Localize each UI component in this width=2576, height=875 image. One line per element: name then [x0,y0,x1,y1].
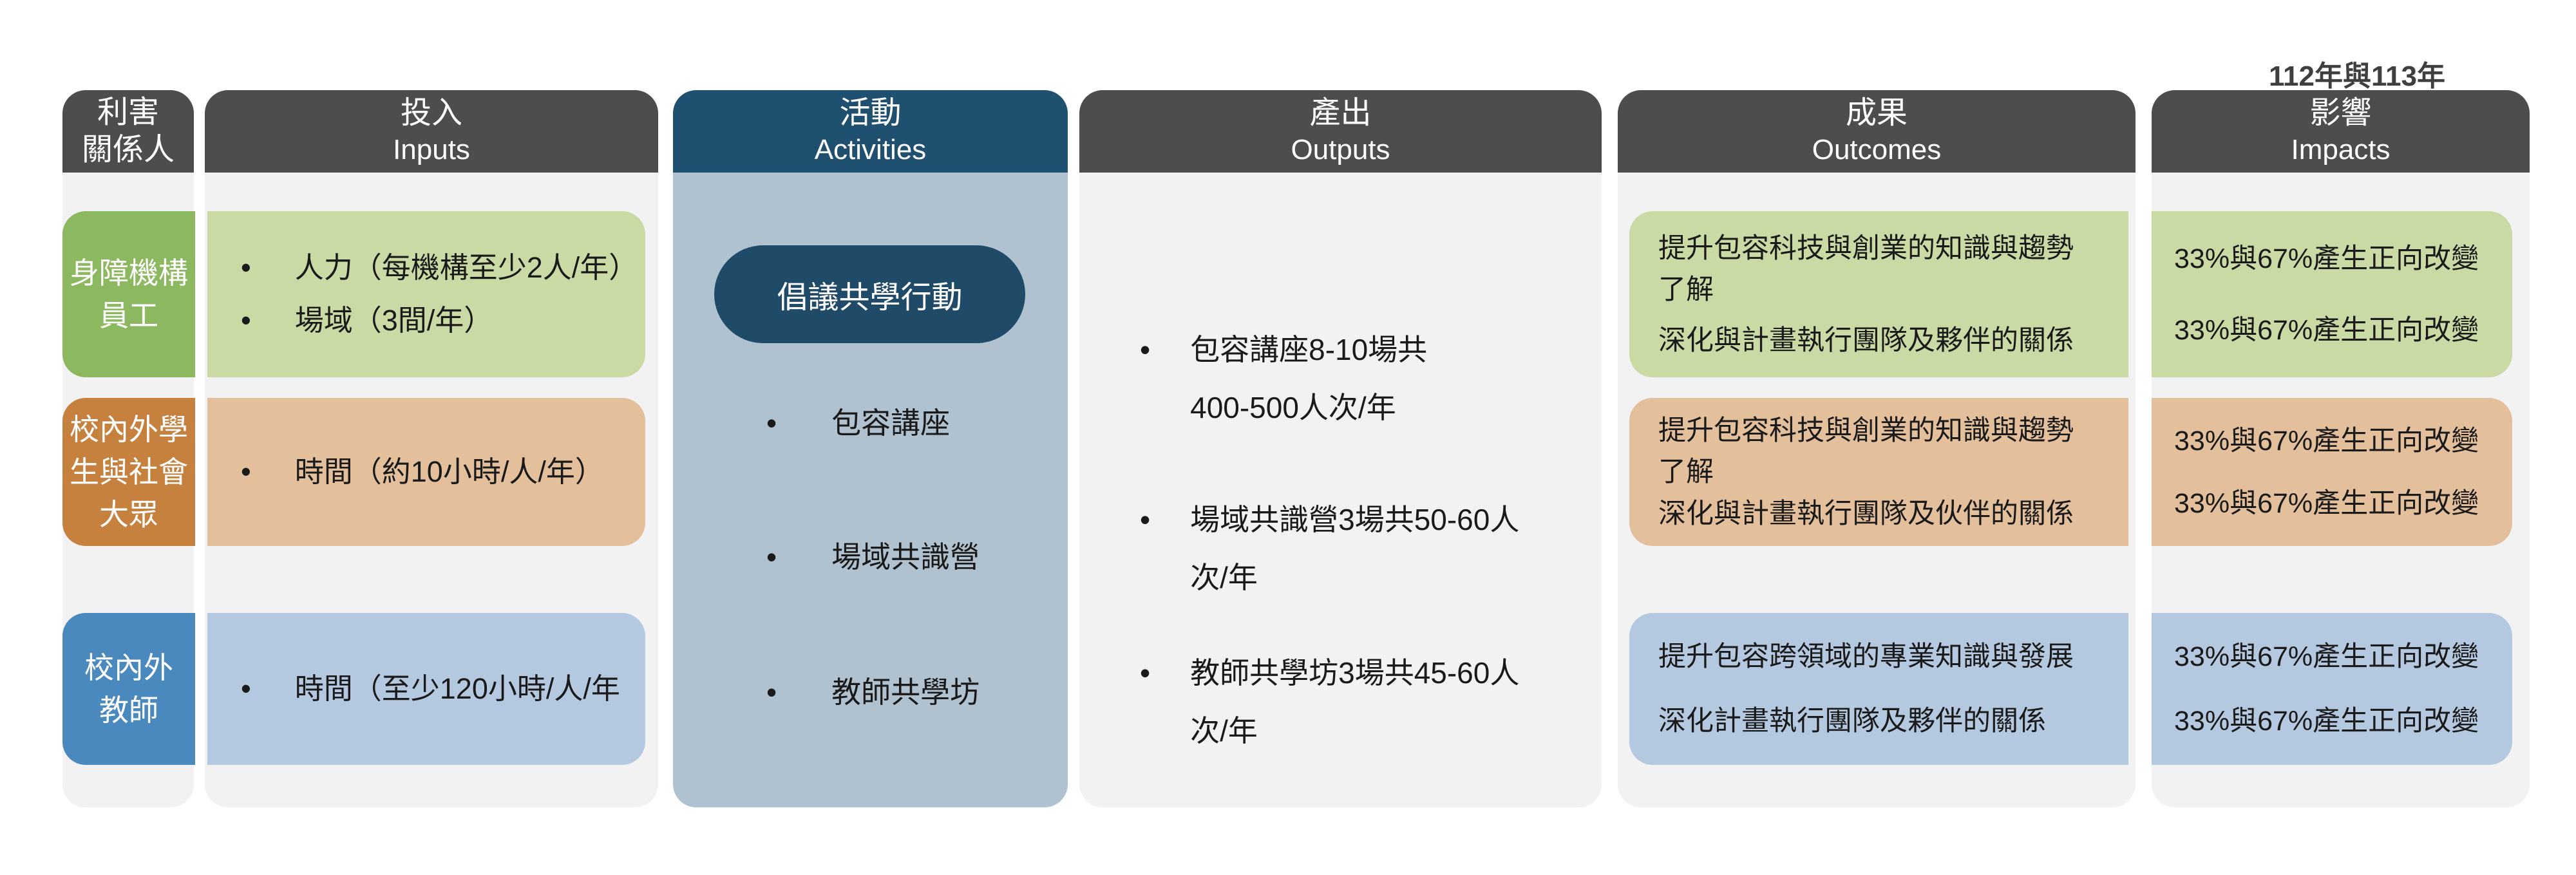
stakeholder-box-disability-org-staff: 身障機構 員工 [62,211,195,377]
stakeholder-label-line: 身障機構 [70,256,188,290]
input-text: 人力（每機構至少2人/年） [294,251,638,284]
outcome-text: 提升包容跨領域的專業知識與發展 [1658,641,2074,672]
impacts-box-row3: 33%與67%產生正向改變 33%與67%產生正向改變 [2152,613,2512,765]
stakeholder-label-line: 生與社會 [70,455,188,489]
inputs-box-row1: 人力（每機構至少2人/年） 場域（3間/年） [207,211,645,377]
header-en-label: Impacts [2291,134,2391,165]
output-item: 包容講座8-10場共 400-500人次/年 [1140,321,1578,437]
stakeholder-label-line: 員工 [99,299,158,332]
header-en-label: Activities [814,134,927,165]
activity-text: 包容講座 [831,406,951,440]
header-zh-label: 活動 [839,96,902,130]
stakeholders-column-header: 利害 關係人 [62,90,194,173]
input-bullet: 場域（3間/年） [233,299,632,343]
impact-text: 33%與67%產生正向改變 [2174,706,2479,737]
advocacy-co-learning-pill: 倡議共學行動 [714,245,1025,343]
outcome-text: 深化與計畫執行團隊及夥伴的關係 [1658,325,2074,356]
header-en-label: Inputs [393,134,470,165]
impact-text: 33%與67%產生正向改變 [2174,425,2479,456]
header-zh-label: 關係人 [81,133,175,167]
stakeholder-label-line: 大眾 [99,498,158,531]
input-text: 時間（至少120小時/人/年 [294,672,620,705]
output-text: 包容講座8-10場共 400-500人次/年 [1190,333,1428,424]
header-zh-label: 投入 [400,96,462,130]
pill-label: 倡議共學行動 [777,281,963,315]
outcomes-box-row2: 提升包容科技與創業的知識與趨勢 了解 深化與計畫執行團隊及伙伴的關係 [1629,398,2128,546]
outcome-text: 深化與計畫執行團隊及伙伴的關係 [1658,498,2074,529]
impacts-box-row2: 33%與67%產生正向改變 33%與67%產生正向改變 [2152,398,2512,546]
header-zh-label: 利害 [97,95,159,129]
impact-text: 33%與67%產生正向改變 [2174,641,2479,672]
impact-text: 33%與67%產生正向改變 [2174,243,2479,274]
header-zh-label: 成果 [1845,96,1908,130]
outcomes-box-row1: 提升包容科技與創業的知識與趨勢 了解 深化與計畫執行團隊及夥伴的關係 [1629,211,2128,377]
impact-text: 33%與67%產生正向改變 [2174,487,2479,519]
inputs-box-row3: 時間（至少120小時/人/年 [207,613,645,765]
stakeholder-label-line: 教師 [99,693,158,727]
impacts-column-header: 影響 Impacts [2152,90,2530,173]
header-en-label: Outcomes [1812,134,1942,165]
output-item: 場域共識營3場共50-60人 次/年 [1140,491,1578,607]
output-text: 教師共學坊3場共45-60人 次/年 [1190,656,1520,748]
input-text: 時間（約10小時/人/年） [294,455,604,488]
stakeholder-label-line: 校內外 [84,651,173,684]
activity-item: 場域共識營 [766,534,980,579]
stakeholder-label-line: 校內外學 [70,413,188,446]
header-zh-label: 產出 [1309,96,1372,130]
output-text: 場域共識營3場共50-60人 次/年 [1190,503,1520,594]
report-years-note: 112年與113年 [2269,61,2445,92]
input-text: 場域（3間/年） [294,304,493,337]
outcome-text: 提升包容科技與創業的知識與趨勢 了解 [1658,232,2074,305]
header-zh-label: 影響 [2309,96,2372,130]
stakeholder-box-teachers: 校內外 教師 [62,613,195,765]
outcome-text: 提升包容科技與創業的知識與趨勢 了解 [1658,415,2074,487]
input-bullet: 時間（至少120小時/人/年 [233,667,632,711]
activity-item: 包容講座 [766,400,950,446]
activity-text: 教師共學坊 [831,675,980,709]
output-item: 教師共學坊3場共45-60人 次/年 [1140,644,1578,760]
inputs-box-row2: 時間（約10小時/人/年） [207,398,645,546]
outputs-column-header: 產出 Outputs [1079,90,1602,173]
outcome-text: 深化計畫執行團隊及夥伴的關係 [1658,706,2046,737]
inputs-column-header: 投入 Inputs [205,90,658,173]
impact-text: 33%與67%產生正向改變 [2174,314,2479,346]
stakeholder-box-students-public: 校內外學 生與社會 大眾 [62,398,195,546]
impacts-box-row1: 33%與67%產生正向改變 33%與67%產生正向改變 [2152,211,2512,377]
activity-text: 場域共識營 [831,540,980,574]
activity-item: 教師共學坊 [766,670,980,715]
outcomes-box-row3: 提升包容跨領域的專業知識與發展 深化計畫執行團隊及夥伴的關係 [1629,613,2128,765]
input-bullet: 時間（約10小時/人/年） [233,450,632,494]
outcomes-column-header: 成果 Outcomes [1618,90,2136,173]
activities-column-header: 活動 Activities [673,90,1068,173]
header-en-label: Outputs [1291,134,1390,165]
input-bullet: 人力（每機構至少2人/年） [233,246,638,290]
